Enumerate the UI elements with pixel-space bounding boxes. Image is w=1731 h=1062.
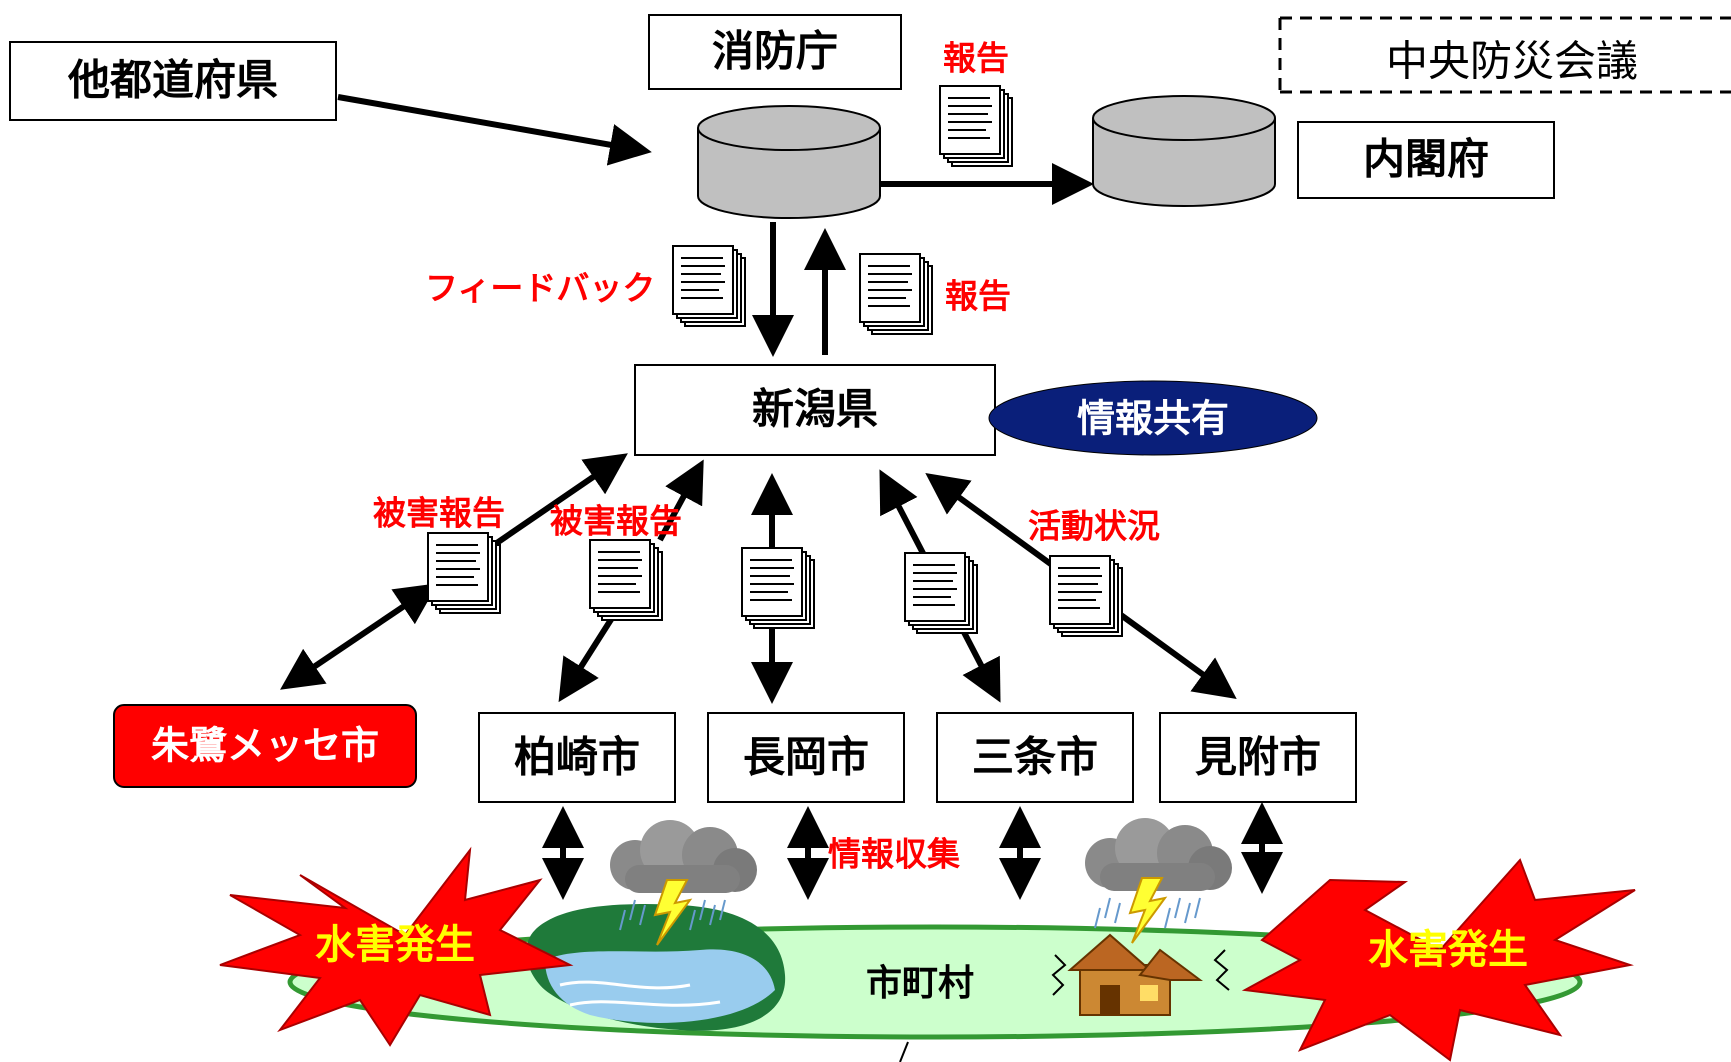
central-council-label: 中央防災会議 (1386, 37, 1638, 86)
flood-right-label: 水害発生 (1368, 927, 1528, 973)
damaged-house-icon (1051, 933, 1230, 1016)
cabinet-office-node: 内閣府 (1297, 121, 1555, 199)
fdma-node: 消防庁 (648, 14, 902, 90)
mitsuke-label: 見附市 (1195, 733, 1321, 782)
toki-messe-label: 朱鷺メッセ市 (151, 724, 379, 768)
nagaoka-node: 長岡市 (707, 712, 905, 803)
report-document-icon-mid (859, 253, 933, 335)
arrow-prefectures-to-fdma (337, 94, 652, 166)
info-sharing-label: 情報共有 (1077, 397, 1229, 441)
arrow-kashiwazaki-niigata (657, 459, 704, 542)
damage-report-document-icon-1 (427, 532, 501, 614)
document-icon-nagaoka (741, 547, 815, 629)
kashiwazaki-label: 柏崎市 (514, 733, 640, 782)
flood-left-label: 水害発生 (315, 922, 475, 968)
report-document-icon (939, 85, 1013, 167)
nagaoka-label: 長岡市 (743, 733, 869, 782)
other-prefectures-node: 他都道府県 (9, 41, 337, 121)
storm-cloud-icon-right (1084, 817, 1233, 944)
feedback-document-icon (672, 245, 746, 327)
activity-document-icon (1049, 555, 1123, 637)
sanjo-label: 三条市 (972, 733, 1098, 782)
activity-status-label: 活動状況 (1028, 507, 1160, 546)
niigata-label: 新潟県 (752, 385, 878, 434)
report-label-top: 報告 (943, 39, 1009, 78)
niigata-node: 新潟県 (634, 364, 996, 456)
toki-messe-node: 朱鷺メッセ市 (113, 704, 417, 788)
fdma-database-icon (697, 105, 881, 219)
fdma-label: 消防庁 (712, 27, 838, 76)
flood-river-icon (526, 904, 786, 1031)
sanjo-node: 三条市 (936, 712, 1134, 803)
document-icon-sanjo (904, 552, 978, 634)
damage-report-label-1: 被害報告 (373, 494, 505, 533)
flood-burst-right: 水害発生 (1241, 858, 1636, 1062)
arrow-niigata-toki (280, 583, 438, 690)
feedback-label: フィードバック (425, 269, 655, 308)
info-sharing-badge: 情報共有 (988, 380, 1318, 456)
damage-report-document-icon-2 (589, 539, 663, 621)
municipalities-label: 市町村 (866, 963, 974, 1004)
damage-report-label-2: 被害報告 (550, 502, 682, 541)
mitsuke-node: 見附市 (1159, 712, 1357, 803)
cabinet-office-label: 内閣府 (1363, 135, 1489, 184)
cabinet-database-icon (1092, 95, 1276, 207)
kashiwazaki-node: 柏崎市 (478, 712, 676, 803)
report-label-mid: 報告 (945, 277, 1011, 316)
central-council-node: 中央防災会議 (1278, 16, 1731, 94)
pointer-line (899, 1041, 909, 1062)
info-collection-label: 情報収集 (828, 835, 960, 874)
flood-burst-left: 水害発生 (219, 846, 574, 1047)
arrow-niigata-kashiwazaki (558, 616, 615, 703)
other-prefectures-label: 他都道府県 (67, 56, 278, 105)
